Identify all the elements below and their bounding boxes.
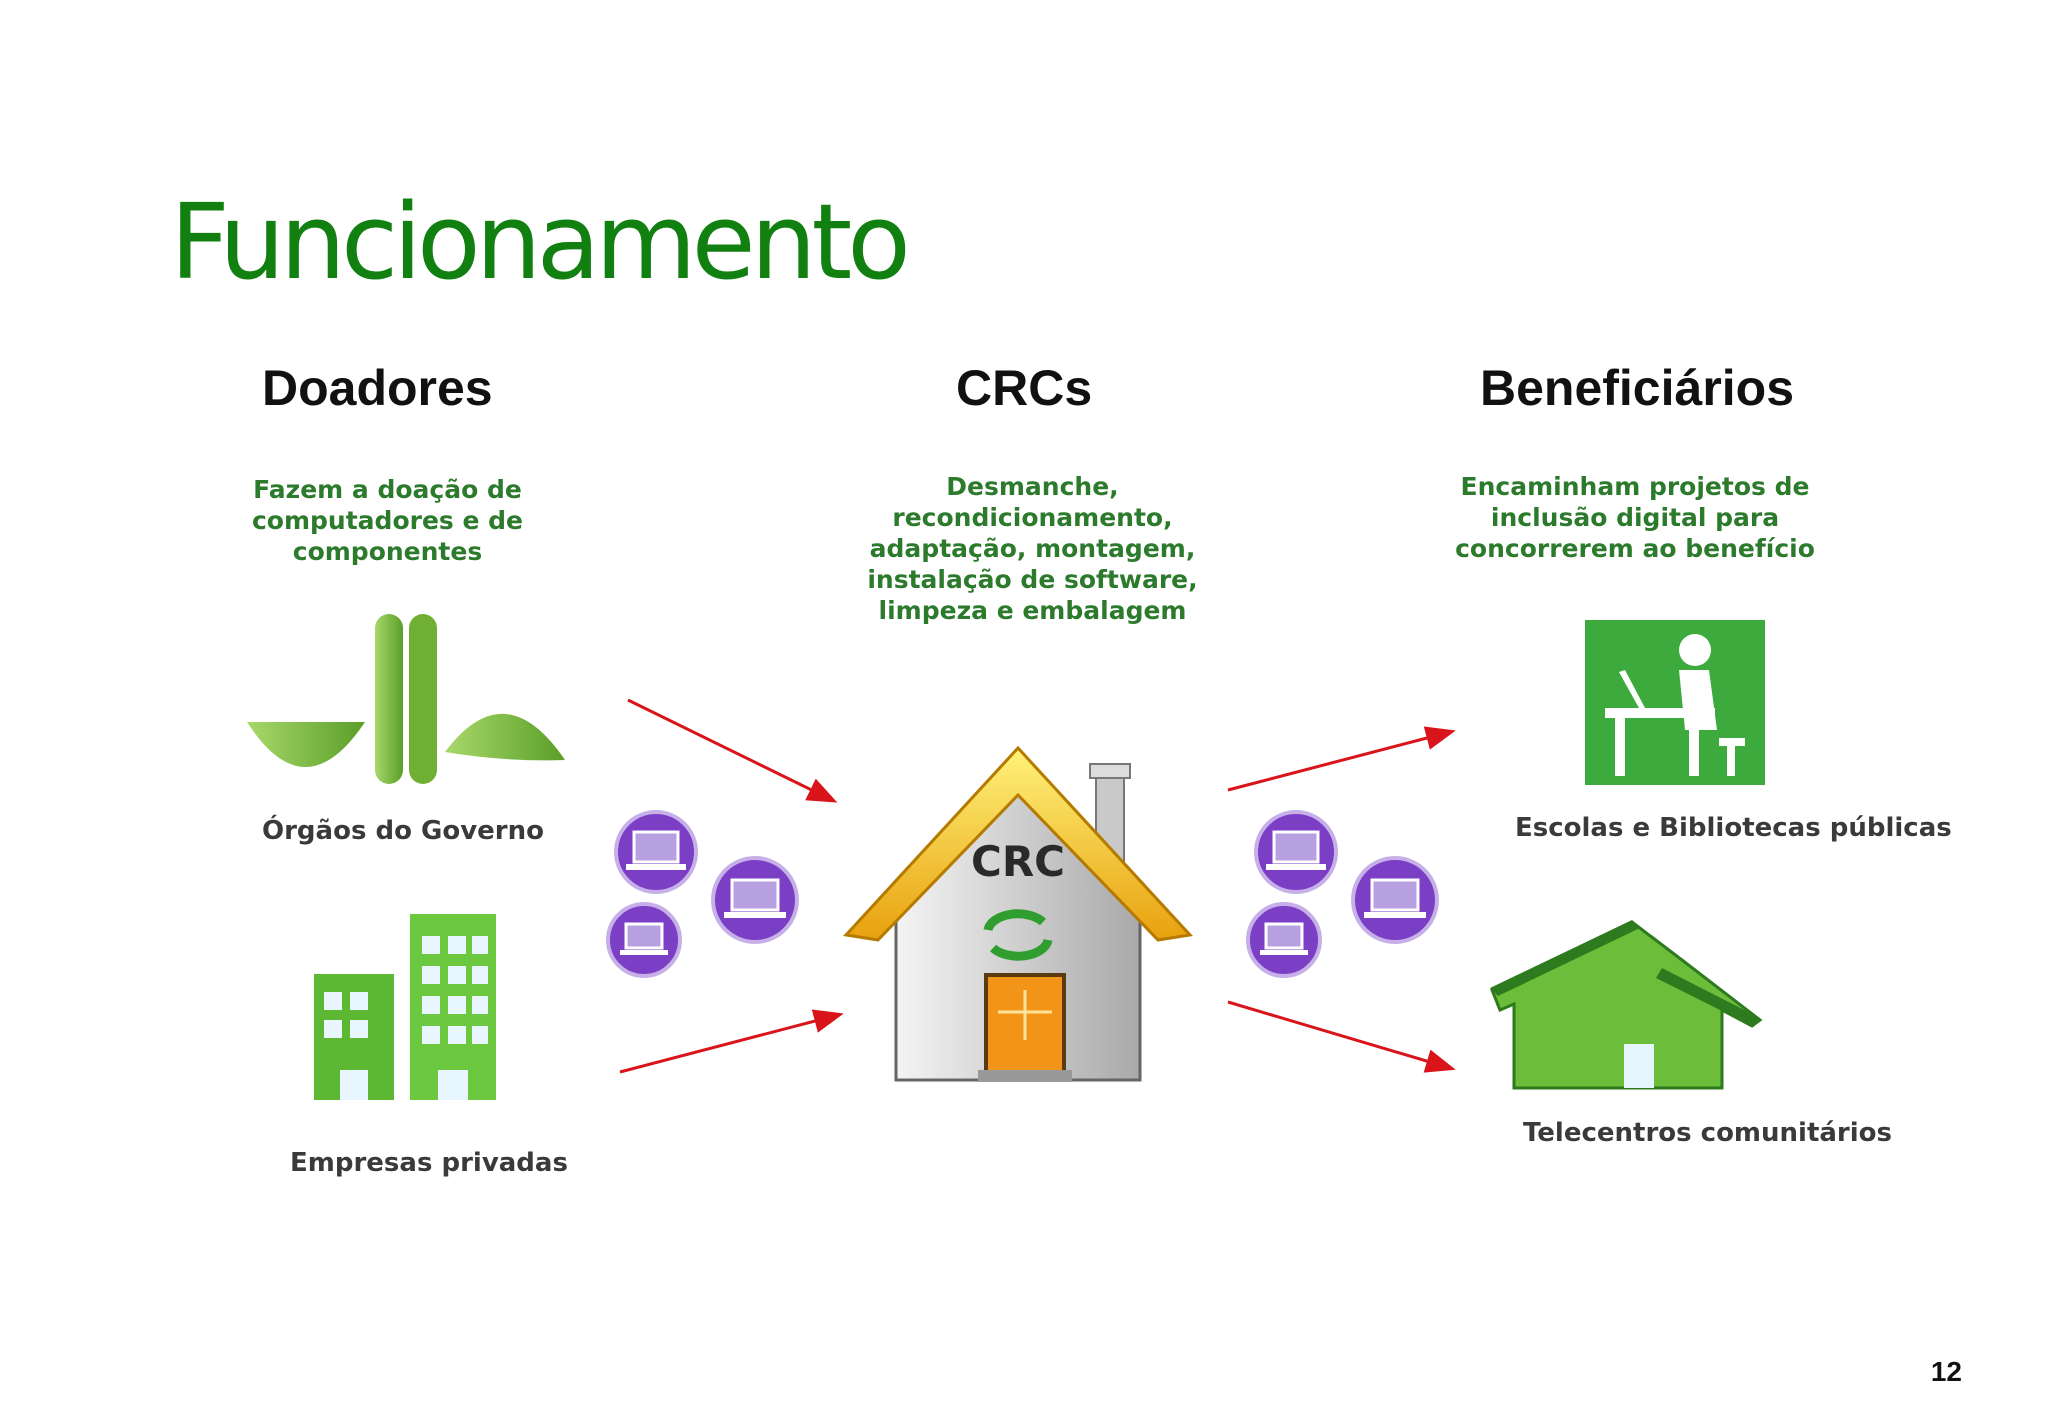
laptop-icon (614, 810, 698, 894)
beneficiaries-description: Encaminham projetos de inclusão digital … (1455, 472, 1815, 563)
telecentres-label: Telecentros comunitários (1523, 1118, 1893, 1148)
laptop-icon (1246, 902, 1322, 978)
companies-label: Empresas privadas (290, 1148, 568, 1178)
buildings-icon (314, 914, 496, 1100)
recycle-icon (983, 909, 1053, 961)
crcs-description: Desmanche, recondicionamento, adaptação,… (867, 472, 1198, 625)
arrow-icon (627, 698, 838, 803)
page-number: 12 (1930, 1356, 1962, 1387)
crc-house-label: CRC (971, 837, 1065, 886)
donors-heading: Doadores (262, 360, 493, 416)
house-icon: CRC (842, 745, 1194, 1082)
government-label: Órgãos do Governo (262, 816, 544, 846)
government-logo-icon (247, 614, 565, 784)
laptop-icon (1254, 810, 1338, 894)
schools-label: Escolas e Bibliotecas públicas (1515, 813, 1952, 843)
telecentre-house-icon (1490, 920, 1763, 1090)
laptop-icon (711, 856, 799, 944)
laptop-cluster-right (1246, 810, 1439, 978)
school-desk-icon (1585, 620, 1765, 785)
beneficiaries-heading: Beneficiários (1480, 360, 1795, 416)
arrow-icon (1227, 726, 1456, 792)
slide-title: Funcionamento (170, 181, 911, 303)
arrow-icon (619, 1009, 844, 1074)
crcs-heading: CRCs (956, 360, 1093, 416)
laptop-cluster-left (606, 810, 799, 978)
laptop-icon (606, 902, 682, 978)
donors-description: Fazem a doação de computadores e de comp… (251, 475, 523, 566)
laptop-icon (1351, 856, 1439, 944)
arrow-icon (1227, 1000, 1456, 1073)
